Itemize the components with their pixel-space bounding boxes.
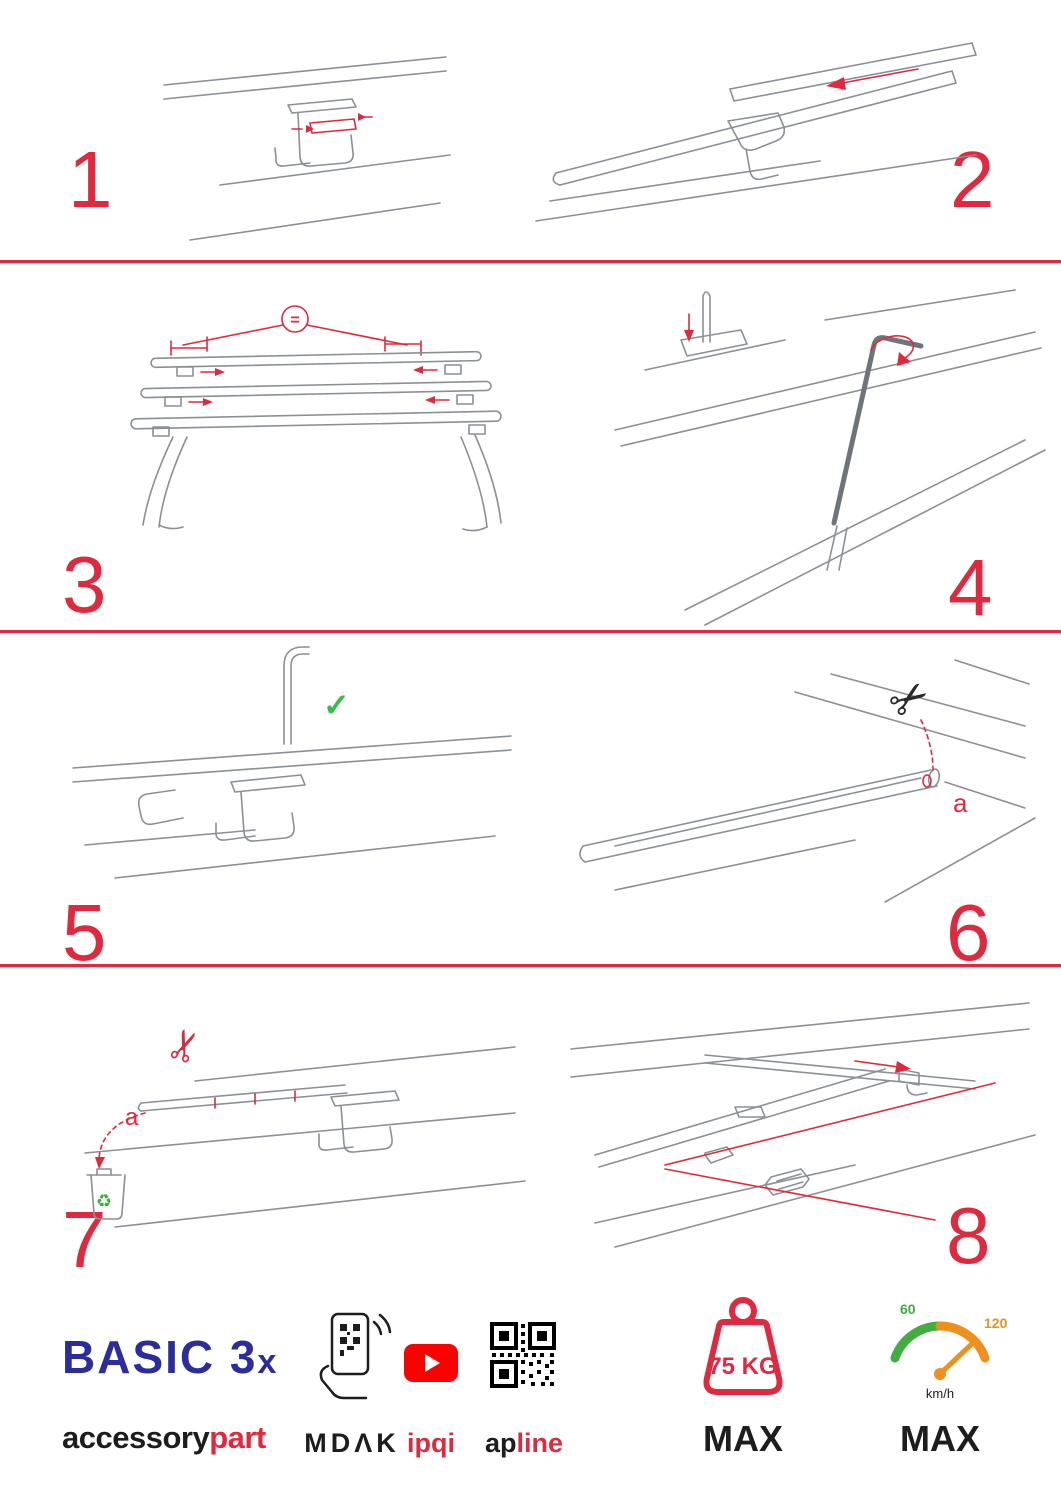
youtube-icon (404, 1344, 458, 1382)
cut-guide-line (920, 719, 934, 771)
max-weight-icon: 75 KG (703, 1297, 783, 1395)
step-2-illustration (535, 42, 977, 222)
section-divider-3 (0, 964, 1061, 967)
step-5-illustration: ✓ (72, 646, 512, 879)
max-weight-value: 75 KG (708, 1353, 777, 1380)
speed-unit: km/h (926, 1386, 954, 1401)
label-a: a (953, 788, 968, 818)
equals-icon: = (290, 312, 299, 329)
brand-subtitle-red: part (209, 1420, 266, 1455)
recycle-icon: ♻ (96, 1191, 112, 1211)
scissors-red-icon: ✂ (157, 1021, 213, 1070)
step-7-illustration: ✂ a ♻ (84, 1021, 526, 1228)
partner-apline-black: ap (484, 1428, 517, 1458)
partner-apline: apline (478, 1428, 570, 1459)
scan-phone-icon (319, 1312, 392, 1400)
step-5-number: 5 (62, 888, 107, 977)
partner-mdak: MDΛK (304, 1428, 400, 1458)
step-3-number: 3 (62, 540, 107, 629)
step-8-alignment-lines (664, 1060, 996, 1221)
step-4-rotate-arrow (688, 313, 915, 359)
trash-bin-icon (86, 1168, 126, 1220)
step-2-number: 2 (950, 135, 995, 224)
max-speed-label: MAX (900, 1418, 980, 1459)
step-4-illustration (614, 289, 1046, 626)
max-weight-label: MAX (703, 1418, 783, 1459)
section-divider-1 (0, 260, 1061, 263)
partner-apline-red: line (516, 1428, 564, 1458)
allen-key (831, 335, 924, 526)
qr-code-icon (490, 1322, 556, 1388)
brand-title-x: x (257, 1343, 279, 1381)
speed-high-tick: 120 (984, 1315, 1008, 1331)
scissors-icon: ✂ (879, 666, 940, 731)
brand-subtitle: accessorypart (62, 1420, 266, 1456)
rubber-strip-end (922, 774, 932, 788)
step-4-number: 4 (948, 543, 993, 632)
step-8-number: 8 (946, 1191, 991, 1280)
brand-logo: BASIC 3x (62, 1330, 278, 1384)
step-3-illustration: = (130, 305, 502, 532)
step-1-illustration (163, 56, 451, 241)
max-speed-icon: 60 120 km/h (890, 1301, 1008, 1401)
step-8-illustration (570, 1002, 1036, 1248)
step-2-slide-arrow (841, 68, 919, 84)
youtube-play-triangle (425, 1354, 440, 1372)
brand-subtitle-black: accessory (62, 1420, 210, 1455)
step-6-illustration: ✂ a (579, 659, 1036, 903)
step-6-number: 6 (946, 888, 991, 977)
speed-low-tick: 60 (900, 1301, 916, 1317)
section-divider-2 (0, 630, 1061, 633)
partner-ipqi: ipqi (407, 1428, 455, 1458)
step-1-number: 1 (68, 135, 113, 224)
equal-spacing-badge (281, 305, 309, 333)
brand-title-text: BASIC 3 (62, 1331, 258, 1383)
check-icon: ✓ (323, 687, 350, 723)
label-a: a (125, 1104, 139, 1131)
step-7-number: 7 (62, 1195, 107, 1284)
